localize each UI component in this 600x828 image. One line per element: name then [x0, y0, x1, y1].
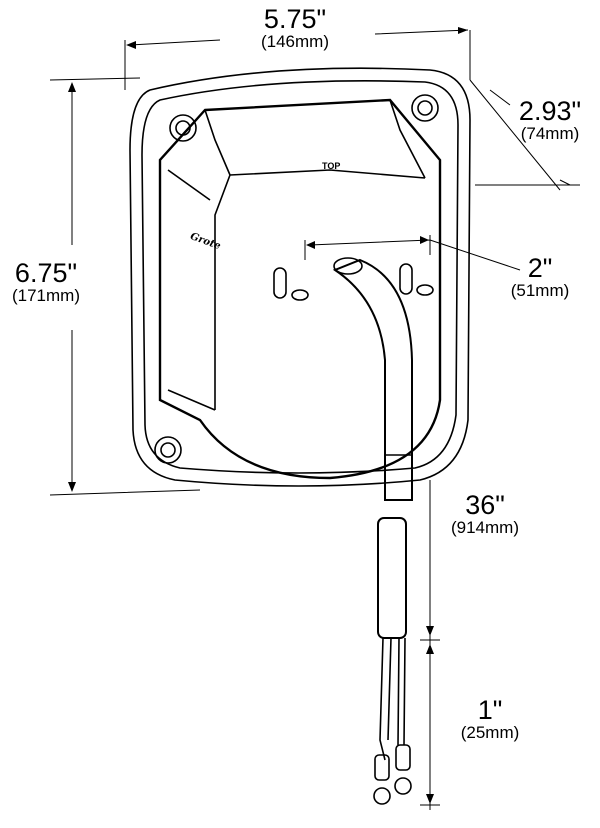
top-label: TOP	[322, 161, 341, 171]
width-mm: (146mm)	[260, 32, 329, 51]
cable	[332, 258, 413, 501]
screw-bottom-left	[154, 436, 182, 464]
lead-length-inches: 1"	[477, 695, 503, 725]
stud-right	[399, 263, 434, 296]
screw-top-right	[411, 94, 439, 122]
cable-length-mm: (914mm)	[450, 518, 519, 537]
dimension-lines	[49, 29, 580, 810]
lamp-flange-inner	[141, 80, 459, 474]
cable-length-inches: 36"	[465, 490, 505, 520]
depth-dimension: 2.93" (74mm)	[500, 96, 600, 143]
height-dimension: 6.75" (171mm)	[0, 258, 92, 305]
width-dimension: 5.75" (146mm)	[230, 4, 360, 51]
wire-1	[379, 637, 392, 761]
stud-left	[273, 267, 309, 301]
width-inches: 5.75"	[263, 4, 327, 34]
height-mm: (171mm)	[11, 286, 80, 305]
height-inches: 6.75"	[14, 258, 78, 288]
depth-mm: (74mm)	[520, 124, 580, 143]
cable-length-dimension: 36" (914mm)	[425, 490, 545, 537]
lead-length-mm: (25mm)	[460, 723, 520, 742]
stud-spacing-dimension: 2" (51mm)	[490, 253, 590, 300]
screw-top-left	[169, 114, 197, 142]
lamp-flange	[129, 67, 471, 487]
arrowheads	[68, 27, 468, 804]
terminal-2	[394, 744, 412, 795]
lead-length-dimension: 1" (25mm)	[435, 695, 545, 742]
stud-spacing-inches: 2"	[527, 253, 553, 283]
cable-end	[377, 517, 407, 639]
lamp-housing	[158, 98, 442, 480]
depth-inches: 2.93"	[518, 96, 582, 126]
terminal-1	[373, 754, 391, 805]
wire-2	[397, 637, 406, 746]
stud-spacing-mm: (51mm)	[510, 281, 570, 300]
